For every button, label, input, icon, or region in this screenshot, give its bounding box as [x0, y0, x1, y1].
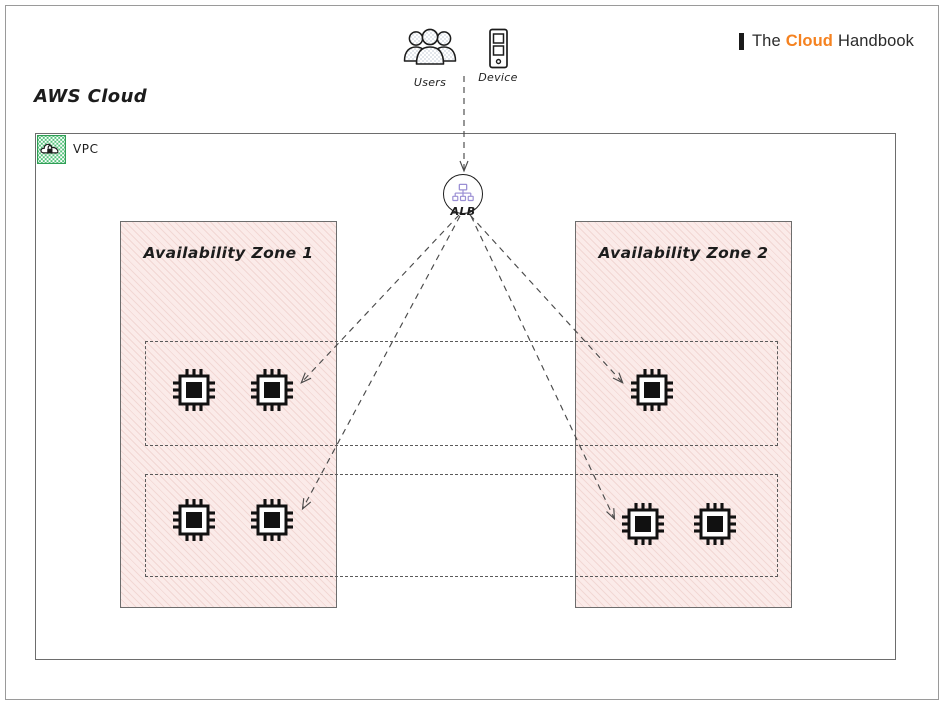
brand-logo: The Cloud Handbook [738, 32, 914, 51]
load-balancer-hierarchy-icon [452, 183, 474, 202]
brand-bar-icon [738, 33, 744, 50]
vpc-cloud-lock-icon [37, 135, 66, 164]
actor-users-label: Users [413, 76, 447, 89]
ec2-chip-icon[interactable] [170, 366, 218, 414]
device-phone-icon [489, 28, 508, 69]
availability-zone-2-label: Availability Zone 2 [598, 244, 769, 262]
ec2-chip-icon[interactable] [628, 366, 676, 414]
brand-word-handbook: Handbook [837, 32, 914, 50]
ec2-chip-icon[interactable] [248, 496, 296, 544]
users-icon [402, 28, 458, 75]
actor-device: Device [475, 28, 521, 84]
actor-device-label: Device [478, 71, 518, 84]
ec2-chip-icon[interactable] [691, 500, 739, 548]
availability-zone-1-label: Availability Zone 1 [143, 244, 314, 262]
availability-zone-2: Availability Zone 2 [575, 221, 792, 608]
vpc-label: VPC [73, 142, 99, 156]
brand-word-the: The [751, 32, 781, 50]
brand-word-cloud: Cloud [785, 32, 833, 50]
ec2-chip-icon[interactable] [619, 500, 667, 548]
actor-users: Users [402, 28, 458, 89]
availability-zone-1: Availability Zone 1 [120, 221, 337, 608]
ec2-chip-icon[interactable] [170, 496, 218, 544]
alb-label: ALB [450, 205, 476, 218]
ec2-chip-icon[interactable] [248, 366, 296, 414]
aws-cloud-label: AWS Cloud [34, 86, 148, 107]
alb-node[interactable] [443, 174, 483, 214]
